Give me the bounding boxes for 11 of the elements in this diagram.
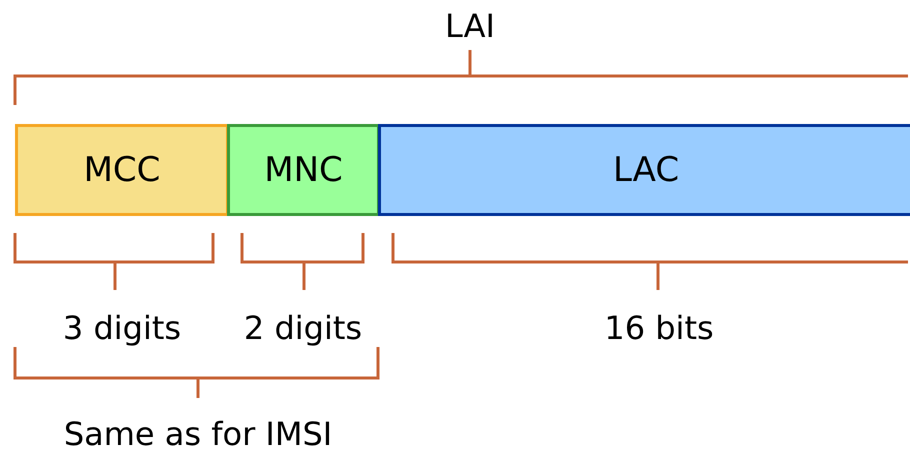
field-name: MCC [84,153,160,187]
size-label: 16 bits [604,312,714,344]
field-name: MNC [264,153,343,187]
field-box [378,124,910,216]
size-label: 3 digits [62,312,182,344]
size-label: 2 digits [244,312,362,344]
field-name: LAI [445,10,495,42]
field-box [227,124,380,216]
note: Same as for IMSI [64,418,332,449]
field-box [15,124,229,216]
field-name: LAC [612,153,680,187]
